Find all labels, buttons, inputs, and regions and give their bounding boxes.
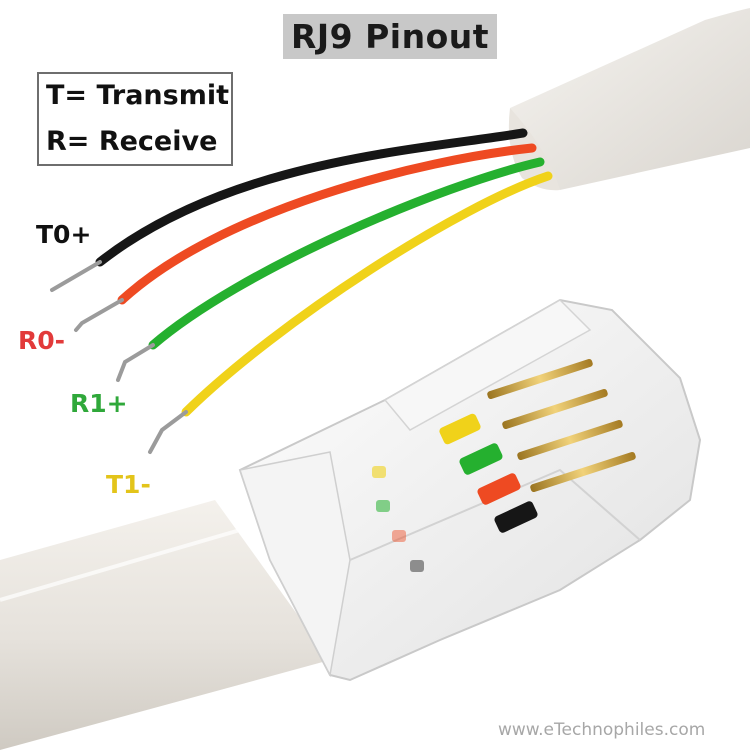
wire-tips — [50, 260, 188, 454]
tip-yellow — [148, 410, 188, 454]
wire-yellow — [181, 171, 553, 417]
wire-red — [117, 143, 537, 305]
legend-box: T= Transmit R= Receive — [37, 72, 233, 166]
pin-label-r1-plus: R1+ — [70, 389, 128, 418]
watermark: www.eTechnophiles.com — [498, 720, 706, 740]
legend-transmit: T= Transmit — [46, 80, 230, 111]
plug-wire-red — [477, 473, 521, 505]
lower-cable — [0, 500, 330, 750]
pin-label-t1-minus: T1- — [106, 470, 151, 499]
page-title: RJ9 Pinout — [290, 17, 490, 56]
pin-label-t0-plus: T0+ — [36, 220, 92, 249]
wire-black — [95, 128, 528, 267]
legend-receive: R= Receive — [46, 126, 218, 157]
wire-green — [148, 157, 545, 350]
plug-wire-black — [494, 501, 538, 533]
plug-wire-yellow — [439, 413, 481, 445]
rj9-plug — [238, 298, 702, 682]
pin-label-r0-minus: R0- — [18, 326, 66, 355]
tip-green — [116, 343, 155, 382]
wires — [95, 128, 553, 417]
tip-red — [74, 298, 124, 332]
tip-black — [50, 260, 102, 292]
upper-cable — [508, 8, 750, 191]
plug-wire-green — [459, 443, 503, 475]
title-banner: RJ9 Pinout — [283, 14, 497, 59]
gold-contacts — [487, 358, 636, 493]
